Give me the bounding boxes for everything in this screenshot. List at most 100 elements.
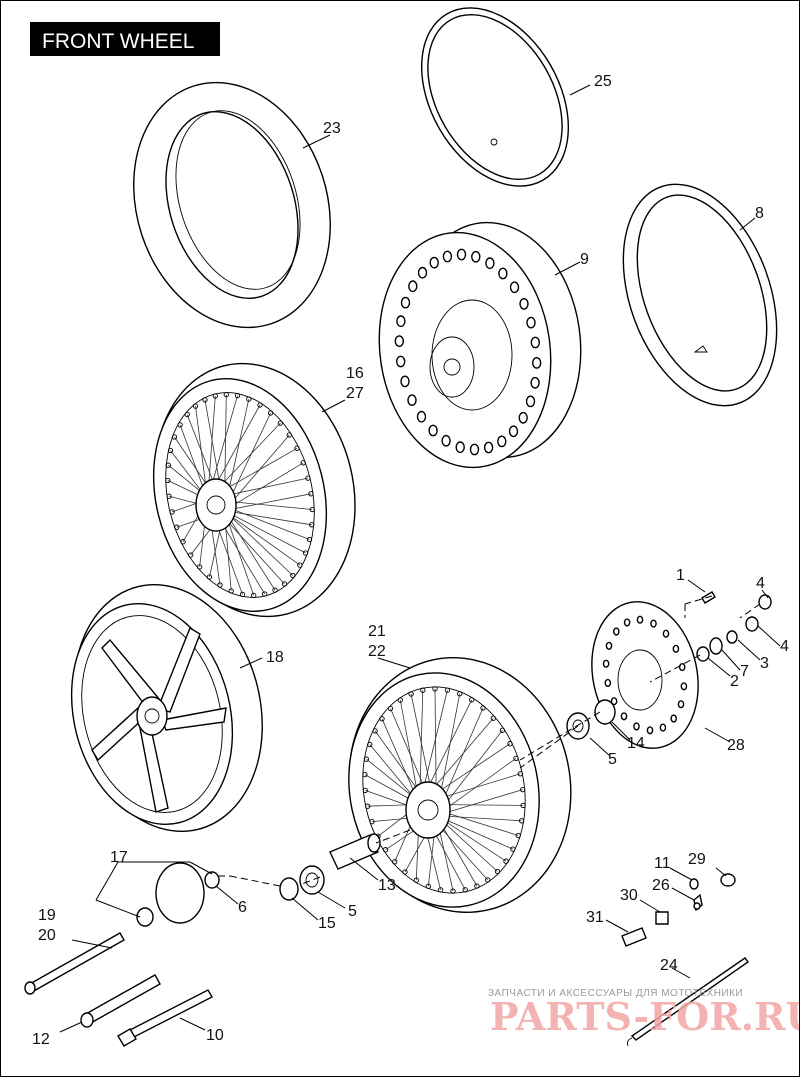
part-bearing-left[interactable] bbox=[299, 865, 325, 895]
nipple bbox=[450, 888, 456, 894]
part-axle-10[interactable] bbox=[117, 989, 213, 1047]
part-nut-30[interactable] bbox=[655, 911, 669, 925]
part-disc-wheel[interactable] bbox=[364, 211, 595, 478]
callout-20: 20 bbox=[38, 927, 56, 944]
nipple bbox=[234, 392, 241, 399]
disc-hole bbox=[394, 335, 404, 347]
disc-hole bbox=[483, 441, 494, 454]
callout-26: 26 bbox=[652, 877, 670, 894]
part-inner-tube[interactable] bbox=[595, 163, 800, 427]
callout-29: 29 bbox=[688, 851, 706, 868]
nipple bbox=[277, 420, 284, 426]
nipple bbox=[196, 564, 203, 570]
disc-hole bbox=[485, 257, 495, 270]
part-valve-stem-26[interactable] bbox=[693, 893, 703, 912]
rotor-hole bbox=[662, 629, 670, 638]
part-valve-cap-11[interactable] bbox=[689, 878, 699, 890]
nipple bbox=[297, 562, 303, 568]
rotor-holes bbox=[602, 615, 688, 735]
rotor-hole bbox=[678, 663, 686, 672]
part-laced-wheel-lower[interactable] bbox=[326, 637, 594, 933]
part-rim-band[interactable] bbox=[392, 0, 599, 212]
disc-hole bbox=[400, 296, 411, 309]
callout-9: 9 bbox=[580, 251, 589, 268]
rotor-hole bbox=[602, 659, 610, 668]
part-washer-3[interactable] bbox=[726, 630, 738, 644]
rotor-hole bbox=[633, 722, 640, 731]
nipple bbox=[480, 705, 486, 711]
nipple bbox=[444, 687, 451, 693]
callout-8: 8 bbox=[755, 205, 764, 222]
part-spoke-24[interactable] bbox=[627, 957, 749, 1047]
rotor-hole bbox=[613, 627, 620, 636]
disc-hole bbox=[429, 256, 439, 269]
part-weight-31[interactable] bbox=[621, 927, 647, 947]
part-spacer-15[interactable] bbox=[279, 877, 299, 901]
callout-1: 1 bbox=[676, 567, 685, 584]
nipple bbox=[174, 524, 180, 530]
spoke bbox=[224, 493, 311, 511]
nipple bbox=[169, 509, 175, 515]
nipple bbox=[309, 506, 315, 513]
nipple bbox=[503, 858, 509, 864]
part-tire[interactable] bbox=[103, 57, 361, 353]
nipple bbox=[212, 393, 218, 399]
nipple bbox=[290, 572, 296, 579]
nipple bbox=[272, 587, 278, 593]
nipple bbox=[520, 786, 526, 793]
disc-hole bbox=[456, 248, 467, 261]
callout-12: 12 bbox=[32, 1031, 50, 1048]
nipple bbox=[188, 552, 194, 558]
nipple bbox=[507, 741, 513, 747]
callout-3: 3 bbox=[760, 655, 769, 672]
callouts: 23 25 8 9 16 27 18 21 22 1 4 4 3 7 2 28 … bbox=[32, 73, 789, 1048]
part-washer-2[interactable] bbox=[696, 646, 710, 662]
part-spacer-right[interactable] bbox=[594, 699, 616, 725]
callout-21: 21 bbox=[368, 623, 386, 640]
part-seal-7[interactable] bbox=[709, 637, 723, 655]
nipple bbox=[425, 883, 431, 889]
part-axle-19-20[interactable] bbox=[24, 932, 125, 995]
part-nut-29[interactable] bbox=[720, 873, 736, 887]
nipple bbox=[362, 787, 368, 794]
part-hub-cover-17[interactable] bbox=[136, 862, 205, 927]
assembly-lines bbox=[218, 595, 761, 887]
callout-4b: 4 bbox=[780, 638, 789, 655]
part-seal-6[interactable] bbox=[204, 871, 220, 889]
callout-28: 28 bbox=[727, 737, 745, 754]
disc-hole bbox=[530, 376, 540, 389]
nipple bbox=[515, 832, 521, 839]
disc-hole bbox=[525, 395, 536, 408]
disc-hole bbox=[417, 266, 428, 279]
rotor-hole bbox=[620, 712, 628, 721]
part-cast-wheel[interactable] bbox=[48, 564, 287, 851]
nipple bbox=[518, 818, 525, 824]
callout-18: 18 bbox=[266, 649, 284, 666]
nipple bbox=[202, 397, 208, 403]
part-spacer-13[interactable] bbox=[329, 833, 381, 870]
disc-hole bbox=[469, 443, 480, 456]
part-nut-a[interactable] bbox=[758, 594, 772, 610]
watermark: ЗАПЧАСТИ И АКСЕССУАРЫ ДЛЯ МОТОТЕХНИКИ PA… bbox=[488, 988, 800, 1039]
disc-hole bbox=[519, 297, 529, 310]
disc-hole bbox=[408, 280, 418, 293]
part-brake-rotor[interactable] bbox=[579, 592, 711, 758]
disc-hole bbox=[497, 435, 507, 448]
disc-hole bbox=[396, 355, 406, 368]
part-laced-wheel-upper[interactable] bbox=[129, 342, 381, 638]
nipple bbox=[267, 410, 274, 416]
part-nut-b[interactable] bbox=[745, 616, 759, 632]
nipple bbox=[510, 846, 516, 852]
nipple bbox=[517, 771, 523, 777]
disc-hole bbox=[441, 434, 451, 447]
nipple bbox=[309, 522, 315, 528]
nipple bbox=[387, 705, 394, 712]
callout-7: 7 bbox=[740, 663, 749, 680]
nipple bbox=[165, 462, 171, 468]
callout-15: 15 bbox=[318, 915, 336, 932]
part-axle-12[interactable] bbox=[80, 974, 161, 1028]
callout-6: 6 bbox=[238, 899, 247, 916]
disc-hole bbox=[530, 336, 540, 349]
nipple bbox=[367, 741, 373, 748]
